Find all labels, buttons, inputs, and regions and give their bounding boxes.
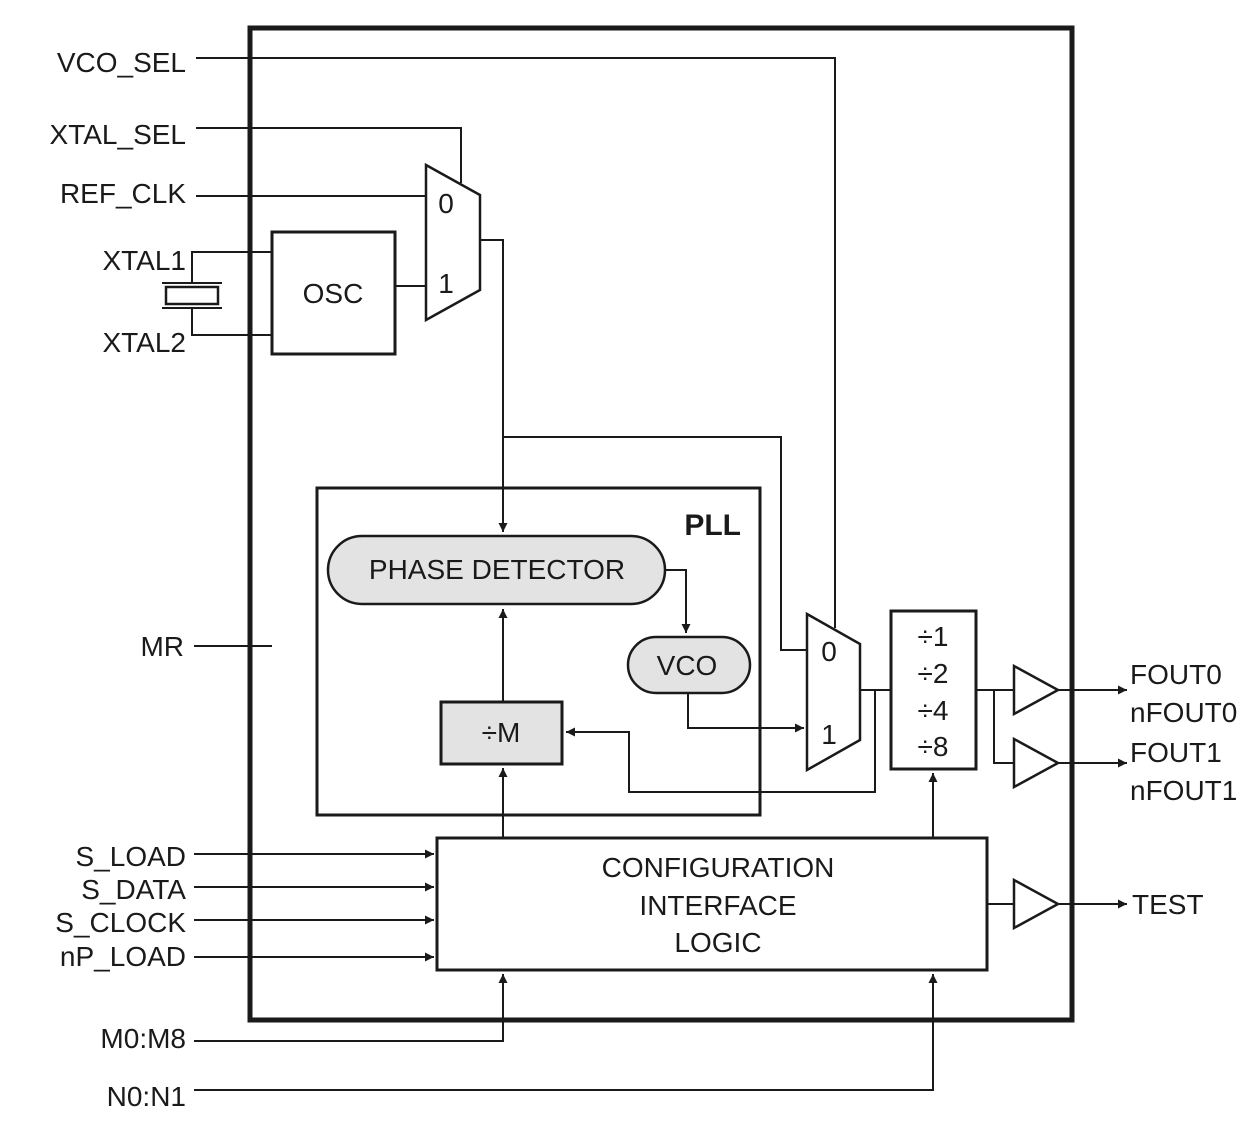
signal-wires xyxy=(194,57,1127,1091)
divide-m-block xyxy=(439,700,564,766)
pin-label-xtal1: XTAL1 xyxy=(102,245,186,276)
pll-block xyxy=(315,486,762,817)
pin-label-nfout0: nFOUT0 xyxy=(1130,697,1237,728)
divider-label-2: ÷2 xyxy=(918,658,949,689)
vco-label: VCO xyxy=(657,650,718,681)
pin-label-s-clock: S_CLOCK xyxy=(55,907,186,938)
vco-mux-input-0-label: 0 xyxy=(821,636,837,667)
divider-label-4: ÷4 xyxy=(918,695,949,726)
pin-label-vco-sel: VCO_SEL xyxy=(57,47,186,78)
fout1-buffer xyxy=(1012,736,1061,790)
vco-mux-input-1-label: 1 xyxy=(821,719,837,750)
chip-boundary xyxy=(247,25,1075,1023)
ref-mux-input-1-label: 1 xyxy=(438,268,454,299)
pin-label-fout0: FOUT0 xyxy=(1130,659,1222,690)
pin-label-fout1: FOUT1 xyxy=(1130,737,1222,768)
crystal-symbol xyxy=(162,251,272,336)
divider-label-8: ÷8 xyxy=(918,731,949,762)
vco-select-mux xyxy=(805,611,862,773)
pin-label-m0-m8: M0:M8 xyxy=(100,1023,186,1054)
divider-label-1: ÷1 xyxy=(918,621,949,652)
pin-label-s-load: S_LOAD xyxy=(76,841,187,872)
pin-label-test: TEST xyxy=(1132,889,1204,920)
pin-label-mr: MR xyxy=(140,631,184,662)
pin-label-s-data: S_DATA xyxy=(81,874,186,905)
pin-label-ref-clk: REF_CLK xyxy=(60,178,186,209)
fout0-buffer xyxy=(1012,663,1061,717)
divide-m-label: ÷M xyxy=(482,717,521,748)
pin-label-nfout1: nFOUT1 xyxy=(1130,775,1237,806)
pll-label: PLL xyxy=(684,509,741,542)
config-logic-line-1: CONFIGURATION xyxy=(602,852,835,883)
test-buffer xyxy=(1012,877,1061,931)
pin-label-xtal-sel: XTAL_SEL xyxy=(50,119,186,150)
osc-label: OSC xyxy=(303,278,364,309)
osc-block xyxy=(270,230,397,356)
pin-label-xtal2: XTAL2 xyxy=(102,327,186,358)
phase-detector-label: PHASE DETECTOR xyxy=(369,554,625,585)
pin-label-np-load: nP_LOAD xyxy=(60,941,186,972)
ref-mux-input-0-label: 0 xyxy=(438,188,454,219)
pin-label-n0-n1: N0:N1 xyxy=(107,1081,186,1112)
config-logic-line-3: LOGIC xyxy=(674,927,761,958)
config-logic-line-2: INTERFACE xyxy=(639,890,796,921)
ref-select-mux xyxy=(424,162,482,323)
